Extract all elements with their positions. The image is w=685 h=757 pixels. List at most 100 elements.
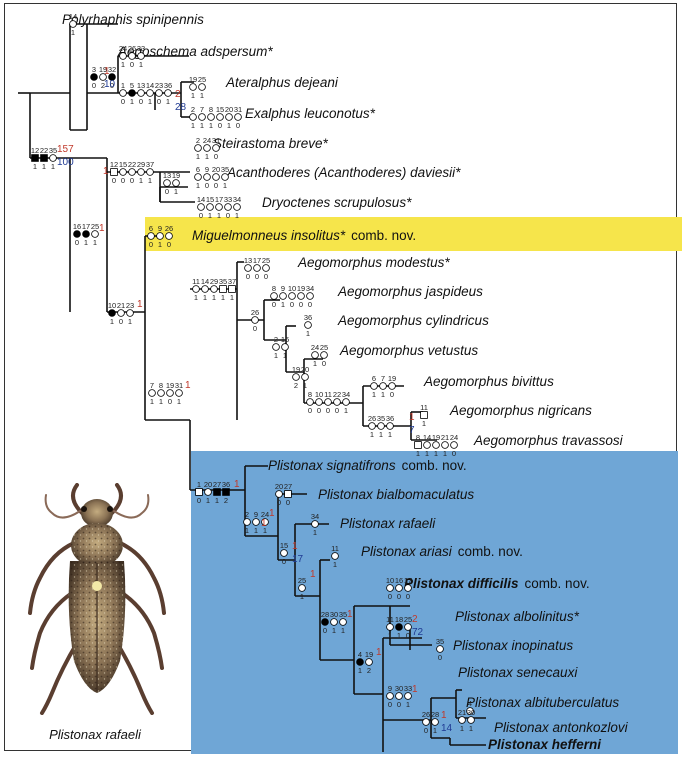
open-circle-mark bbox=[272, 343, 280, 351]
open-circle-mark bbox=[212, 173, 220, 181]
state-number: 2 bbox=[224, 496, 228, 505]
taxon-pl-bialbomaculatus: Plistonax bialbomaculatus bbox=[318, 487, 474, 502]
state-number: 1 bbox=[33, 162, 37, 171]
character-number: 33 bbox=[404, 684, 412, 693]
character-number: 29 bbox=[210, 277, 218, 286]
taxon-ae-nigricans: Aegomorphus nigricans bbox=[449, 403, 592, 418]
open-circle-mark bbox=[99, 73, 107, 81]
char-group-c34: 150 bbox=[280, 541, 288, 566]
character-number: 9 bbox=[158, 224, 162, 233]
open-circle-mark bbox=[386, 692, 394, 700]
open-circle-mark bbox=[189, 113, 197, 121]
character-number: 6 bbox=[372, 374, 376, 383]
bremer-support: 1 bbox=[269, 508, 275, 519]
state-number: 0 bbox=[121, 176, 125, 185]
state-number: 1 bbox=[217, 211, 221, 220]
open-square-mark bbox=[228, 285, 236, 293]
open-circle-mark bbox=[210, 285, 218, 293]
state-number: 0 bbox=[277, 498, 281, 507]
character-number: 9 bbox=[254, 510, 258, 519]
support-s7: 1 bbox=[185, 380, 191, 391]
support-s4: 1 bbox=[103, 166, 109, 177]
open-circle-mark bbox=[155, 89, 163, 97]
taxon-exalphus: Exalphus leuconotus* bbox=[245, 106, 376, 121]
taxon-name: Plistonax rafaeli bbox=[340, 516, 436, 531]
character-number: 28 bbox=[321, 610, 329, 619]
character-number: 24 bbox=[450, 433, 458, 442]
support-s9: 17 bbox=[409, 412, 415, 436]
character-number: 18 bbox=[395, 615, 403, 624]
plistonax-clade-highlight bbox=[191, 451, 678, 754]
taxon-name: Aegomorphus travassosi bbox=[473, 433, 624, 448]
state-number: 1 bbox=[460, 724, 464, 733]
support-s6: 1 bbox=[137, 299, 143, 310]
filled-circle-mark bbox=[128, 89, 136, 97]
state-number: 1 bbox=[148, 97, 152, 106]
char-group-c40: 350 bbox=[436, 637, 444, 662]
state-number: 1 bbox=[358, 666, 362, 675]
state-number: 1 bbox=[433, 726, 437, 735]
state-number: 1 bbox=[300, 592, 304, 601]
character-number: 13 bbox=[137, 81, 145, 90]
state-number: 0 bbox=[335, 406, 339, 415]
character-number: 35 bbox=[219, 277, 227, 286]
character-number: 28 bbox=[431, 710, 439, 719]
state-number: 0 bbox=[92, 81, 96, 90]
bremer-support: 2 bbox=[412, 614, 418, 625]
open-circle-mark bbox=[233, 203, 241, 211]
character-number: 35 bbox=[377, 414, 385, 423]
open-circle-mark bbox=[164, 89, 172, 97]
state-number: 1 bbox=[332, 626, 336, 635]
taxon-pl-albituberculatus: Plistonax albituberculatus bbox=[466, 695, 619, 710]
taxon-pl-rafaeli: Plistonax rafaeli bbox=[340, 516, 436, 531]
open-circle-mark bbox=[201, 285, 209, 293]
state-number: 0 bbox=[388, 700, 392, 709]
state-number: 0 bbox=[236, 121, 240, 130]
character-number: 27 bbox=[284, 482, 292, 491]
state-number: 1 bbox=[93, 238, 97, 247]
state-number: 1 bbox=[212, 293, 216, 302]
state-number: 0 bbox=[406, 631, 410, 640]
state-number: 1 bbox=[341, 626, 345, 635]
open-circle-mark bbox=[377, 422, 385, 430]
taxon-name: Plistonax albituberculatus bbox=[466, 695, 619, 710]
state-number: 1 bbox=[223, 181, 227, 190]
state-number: 0 bbox=[218, 121, 222, 130]
open-circle-mark bbox=[165, 232, 173, 240]
state-number: 0 bbox=[121, 97, 125, 106]
character-number: 8 bbox=[209, 105, 213, 114]
character-number: 10 bbox=[288, 284, 296, 293]
filled-circle-mark bbox=[321, 618, 329, 626]
taxon-name: Aegomorphus vetustus bbox=[339, 343, 478, 358]
filled-circle-mark bbox=[108, 73, 116, 81]
character-number: 31 bbox=[234, 105, 242, 114]
open-circle-mark bbox=[137, 168, 145, 176]
character-number: 35 bbox=[221, 165, 229, 174]
state-number: 0 bbox=[255, 272, 259, 281]
open-circle-mark bbox=[117, 309, 125, 317]
open-circle-mark bbox=[280, 549, 288, 557]
state-number: 1 bbox=[422, 419, 426, 428]
taxon-name: Aegomorphus cylindricus bbox=[337, 313, 489, 328]
filled-square-mark bbox=[31, 154, 39, 162]
open-circle-mark bbox=[379, 382, 387, 390]
taxon-name: Plistonax albolinitus* bbox=[455, 609, 580, 624]
open-circle-mark bbox=[189, 83, 197, 91]
support-s2: 110 bbox=[104, 66, 116, 90]
state-number: 1 bbox=[158, 240, 162, 249]
support-s14: 1 bbox=[347, 609, 353, 620]
open-circle-mark bbox=[128, 52, 136, 60]
filled-circle-mark bbox=[90, 73, 98, 81]
state-number: 1 bbox=[313, 528, 317, 537]
state-number: 0 bbox=[290, 300, 294, 309]
filled-square-mark bbox=[40, 154, 48, 162]
state-number: 1 bbox=[200, 91, 204, 100]
